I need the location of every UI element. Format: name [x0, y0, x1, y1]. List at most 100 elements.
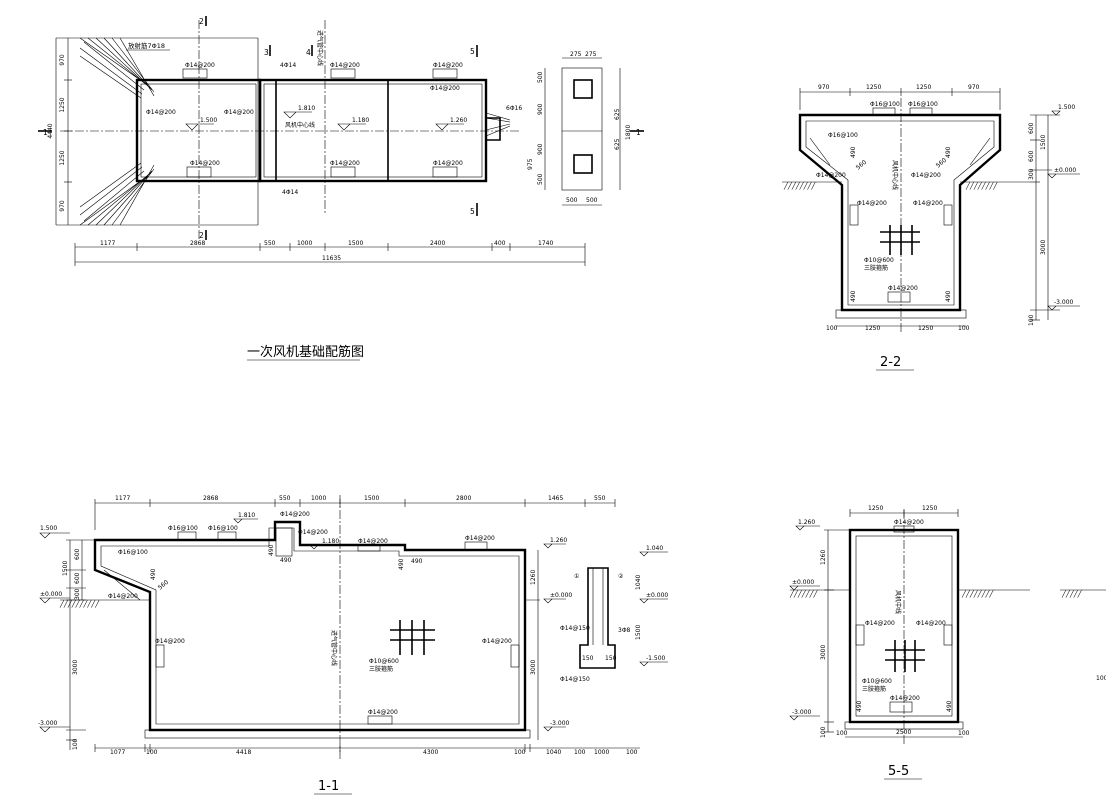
s55-bar-1: Φ14@200	[894, 519, 924, 526]
s11-dim-b3: 4418	[236, 749, 251, 756]
detail-dim-500d: 500	[586, 197, 598, 204]
plan-bar-3: Φ14@200	[433, 62, 463, 69]
s11-lattice-label: Φ10@600	[369, 658, 399, 665]
s22-vdim-100: 100	[1028, 314, 1035, 326]
s11-level-1260: 1.260	[550, 537, 567, 544]
s22-dim-490b: 490	[945, 146, 952, 158]
s11-bar-7: Φ16@100	[118, 549, 148, 556]
s55-dim-490a: 490	[856, 700, 863, 712]
s22-elev-m3000: -3.000	[1054, 299, 1074, 306]
s11-dim-b1: 1077	[110, 749, 125, 756]
detail-dim-500a: 500	[537, 71, 544, 83]
s55-lattice	[885, 640, 925, 672]
s11-dim-b7: 100	[574, 749, 586, 756]
s22-vdim-600a: 600	[1028, 122, 1035, 134]
s55-elev-0: ±0.000	[792, 579, 814, 586]
s22-bar-3: Φ16@100	[828, 132, 858, 139]
plan-bar-7: Φ14@200	[330, 160, 360, 167]
plan-dim-b-5: 1500	[348, 240, 363, 247]
s55-dim-b1: 100	[836, 730, 848, 737]
s22-dim-t4: 970	[968, 84, 980, 91]
s11-detail-dim-150b: 150	[605, 655, 617, 662]
plan-bar-4d14-top: 4Φ14	[280, 62, 296, 69]
plan-level-1260: 1.260	[450, 117, 467, 124]
detail-dim-900b: 900	[537, 143, 544, 155]
s22-vdim-600b: 600	[1028, 150, 1035, 162]
plan-bar-4: Φ14@200	[146, 109, 176, 116]
plan-title: 一次风机基础配筋图	[247, 344, 364, 360]
s11-lattice-note: 三肢箍筋	[369, 665, 393, 673]
s11-dim-t1: 1177	[115, 495, 130, 502]
plan-dim-1250-a: 1250	[59, 97, 66, 112]
s22-duct-centerline: 风机中心线	[891, 160, 899, 190]
s22-title: 2-2	[880, 355, 901, 370]
s11-dim-t2: 2868	[203, 495, 218, 502]
s22-ground-right: ╱╱╱╱╱╱╱╱	[965, 181, 998, 190]
plan-bar-9: Φ14@200	[430, 85, 460, 92]
s11-dim-b4: 4300	[423, 749, 438, 756]
s11-vdim-100: 100	[72, 738, 79, 750]
plan-bar-6: Φ14@200	[190, 160, 220, 167]
plan-view: 970 1250 1250 970 4440 放射筋7Φ18 进气管中心线 风机…	[38, 16, 644, 361]
s11-bar-2: Φ16@100	[208, 525, 238, 532]
detail-dim-500c: 500	[566, 197, 578, 204]
s11-bar-8: Φ14@200	[108, 593, 138, 600]
s11-detail-mark-2: ②	[618, 573, 624, 580]
plan-mark-4: 4	[306, 48, 311, 57]
plan-mark-5-top: 5	[470, 47, 475, 56]
s22-lattice-note: 三肢箍筋	[864, 264, 888, 272]
s11-title: 1-1	[318, 779, 339, 794]
plan-mark-3: 3	[264, 48, 269, 57]
plan-fan-centerline: 风机中心线	[285, 121, 315, 129]
section-2-2: 970 1250 1250 970 ╱╱╱╱╱╱╱╱ ╱╱╱╱╱╱╱╱ 风机中心…	[782, 84, 1080, 371]
plan-mark-1-right: 1	[636, 128, 641, 137]
s55-bar-4: Φ14@200	[890, 695, 920, 702]
s11-dim-490e: 490	[150, 568, 157, 580]
s22-bar-1: Φ16@100	[870, 101, 900, 108]
s22-bar-2: Φ16@100	[908, 101, 938, 108]
plan-bar-4d14-bottom: 4Φ14	[282, 189, 298, 196]
s11-dim-t5: 1500	[364, 495, 379, 502]
plan-level-1500: 1.500	[200, 117, 217, 124]
s11-bar-6: Φ14@200	[465, 535, 495, 542]
detail-dim-500b: 500	[537, 173, 544, 185]
s55-ground-far: ╱╱╱╱╱	[1061, 589, 1083, 598]
s55-dim-t2: 1250	[922, 505, 937, 512]
s11-detail-bar-1: Φ14@150	[560, 625, 590, 632]
s22-bar-8: Φ14@200	[888, 285, 918, 292]
plan-dim-970-b: 970	[59, 200, 66, 212]
s11-duct-centerline: 进气管中心线	[330, 630, 338, 666]
s22-vdim-3000: 3000	[1040, 240, 1047, 255]
s11-level-m3000: -3.000	[38, 720, 58, 727]
plan-dim-total: 11635	[322, 255, 341, 262]
s55-ground-left: ╱╱╱╱╱╱╱	[789, 589, 818, 598]
s11-dim-490c: 490	[398, 558, 405, 570]
s55-fan-centerline: 风机中线	[894, 590, 902, 614]
s22-lattice	[880, 225, 920, 255]
plan-dim-b-2: 2868	[190, 240, 205, 247]
s11-dim-b2: 100	[146, 749, 158, 756]
s11-dim-490a: 490	[268, 544, 275, 556]
detail-dim-275a: 275	[570, 51, 582, 58]
plan-bar-1: Φ14@200	[185, 62, 215, 69]
s11-lattice	[390, 620, 435, 655]
s11-dim-t6: 2800	[456, 495, 471, 502]
s22-dim-t1: 970	[818, 84, 830, 91]
s22-dim-b1: 100	[826, 325, 838, 332]
detail-dim-625b: 625	[614, 138, 621, 150]
s11-dim-b5: 100	[514, 749, 526, 756]
s55-vdim-1260: 1260	[820, 550, 827, 565]
s22-bar-7: Φ14@200	[913, 200, 943, 207]
plan-side-bar: 6Φ16	[506, 105, 522, 112]
s11-bar-9: Φ14@200	[155, 638, 185, 645]
s11-dim-490b: 490	[280, 557, 292, 564]
s11-dim-t4: 1000	[311, 495, 326, 502]
s11-bar-5: Φ14@200	[358, 538, 388, 545]
s11-level-0: ±0.000	[40, 591, 62, 598]
s22-dim-490a: 490	[850, 146, 857, 158]
s22-elev-0: ±0.000	[1054, 167, 1076, 174]
s11-ground-left: ╱╱╱╱╱╱╱╱╱╱	[59, 599, 100, 608]
detail-dim-975: 975	[527, 158, 534, 170]
s11-detail-level-m1500: -1.500	[646, 655, 666, 662]
s11-level-m3000-right: -3.000	[550, 720, 570, 727]
